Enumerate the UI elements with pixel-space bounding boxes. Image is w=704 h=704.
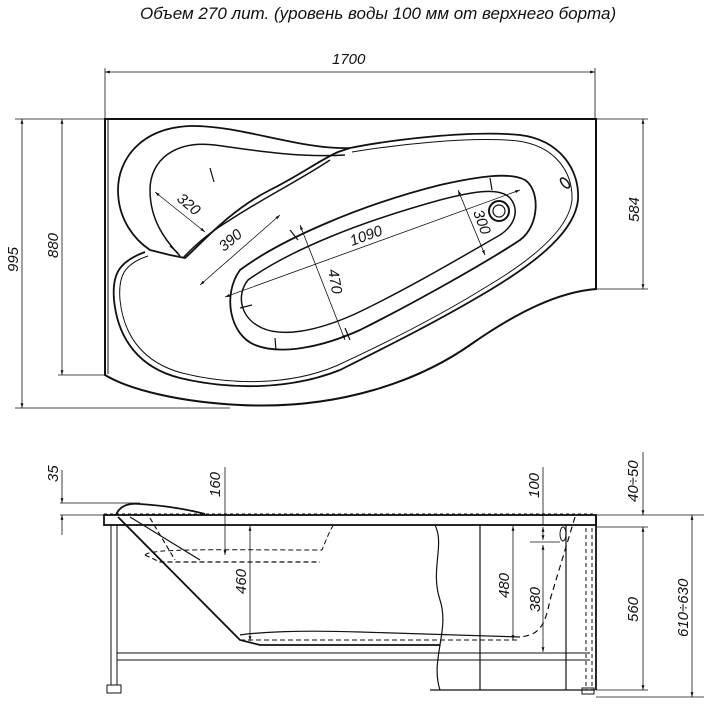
dim-overflow-offset: 100 [526,472,543,498]
dim-seat-length: 390 [216,226,247,256]
dim-headrest-width: 320 [173,190,204,220]
side-view [60,452,704,698]
dim-seat-depth: 160 [207,471,224,497]
plan-view [15,68,648,409]
dim-head-depth: 460 [233,568,250,594]
dim-foot-end-width: 300 [469,208,494,238]
drawing-title: Объем 270 лит. (уровень воды 100 мм от в… [140,4,617,23]
dim-basin-depth: 480 [496,572,513,598]
dim-drain-height: 380 [527,586,544,612]
dim-total-height: 610÷630 [675,578,692,637]
dim-overall-length: 1700 [332,51,366,68]
dim-left-side-width: 880 [45,232,62,258]
dim-basin-width: 470 [324,268,345,296]
dim-panel-height: 560 [625,596,642,622]
dim-right-side-width: 584 [626,197,643,222]
dim-headrest-rise: 35 [45,465,62,482]
dim-rim-gap: 40÷50 [625,460,642,502]
dim-overall-width: 995 [5,246,22,272]
